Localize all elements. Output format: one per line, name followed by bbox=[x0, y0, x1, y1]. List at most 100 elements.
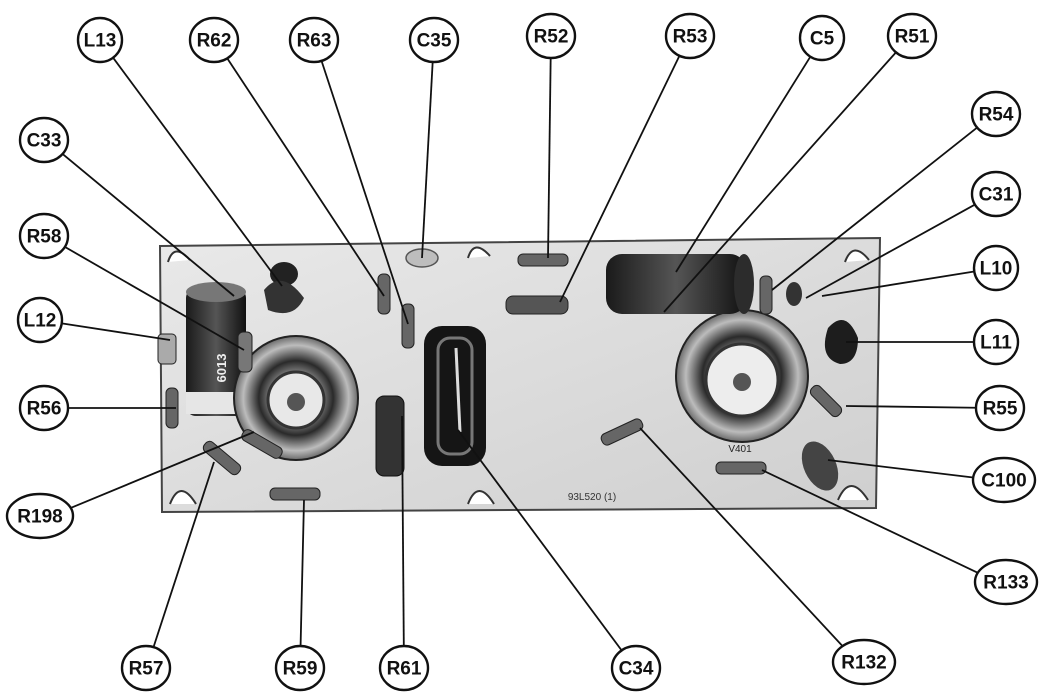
callout-c100: C100 bbox=[971, 456, 1037, 504]
callout-bubble bbox=[408, 16, 460, 64]
callout-label: L12 bbox=[24, 311, 57, 332]
callout-r51: R51 bbox=[886, 12, 938, 60]
leader-line-c35 bbox=[421, 61, 434, 259]
callout-label: R63 bbox=[297, 31, 332, 52]
callout-label: L11 bbox=[980, 333, 1012, 354]
callout-r52: R52 bbox=[525, 12, 577, 60]
callout-bubble bbox=[972, 318, 1020, 366]
callout-r54: R54 bbox=[970, 90, 1022, 138]
capacitor-c5 bbox=[606, 254, 754, 314]
callout-bubble bbox=[188, 16, 240, 64]
callout-bubble bbox=[974, 384, 1026, 432]
callout-bubble bbox=[970, 90, 1022, 138]
callout-c35: C35 bbox=[408, 16, 460, 64]
callout-r56: R56 bbox=[18, 384, 70, 432]
callout-label: C33 bbox=[27, 131, 62, 152]
callout-bubble bbox=[610, 644, 662, 692]
callout-r62: R62 bbox=[188, 16, 240, 64]
callout-bubble bbox=[288, 16, 340, 64]
callout-bubble bbox=[525, 12, 577, 60]
leader-line-c31 bbox=[805, 203, 976, 299]
callout-l12: L12 bbox=[16, 296, 64, 344]
callout-label: L10 bbox=[980, 259, 1013, 280]
callout-label: C100 bbox=[981, 471, 1026, 492]
callout-r63: R63 bbox=[288, 16, 340, 64]
callout-label: C34 bbox=[619, 659, 654, 680]
callout-label: R58 bbox=[27, 227, 62, 248]
callout-r132: R132 bbox=[831, 638, 897, 686]
leader-line-r198 bbox=[70, 431, 255, 509]
callout-bubble bbox=[16, 296, 64, 344]
callout-c31: C31 bbox=[970, 170, 1022, 218]
board-components: 6013 V401 bbox=[157, 248, 858, 503]
callout-bubble bbox=[664, 12, 716, 60]
callout-label: R55 bbox=[983, 399, 1018, 420]
callout-bubble bbox=[18, 116, 70, 164]
callout-label: R132 bbox=[841, 653, 886, 674]
callout-c5: C5 bbox=[798, 14, 846, 62]
leader-line-r59 bbox=[299, 499, 305, 647]
capacitor-c100 bbox=[801, 441, 839, 491]
callout-bubble bbox=[18, 384, 70, 432]
callout-r61: R61 bbox=[378, 644, 430, 692]
callout-r133: R133 bbox=[973, 558, 1039, 606]
callout-label: C31 bbox=[979, 185, 1014, 206]
callout-r57: R57 bbox=[120, 644, 172, 692]
callout-l11: L11 bbox=[972, 318, 1020, 366]
callout-r59: R59 bbox=[274, 644, 326, 692]
leader-line-l12 bbox=[61, 322, 171, 341]
leader-line-r133 bbox=[761, 469, 979, 574]
leader-line-c34 bbox=[457, 429, 623, 651]
callout-c33: C33 bbox=[18, 116, 70, 164]
leader-line-r61 bbox=[401, 415, 405, 647]
callout-bubble bbox=[973, 558, 1039, 606]
callout-r58: R58 bbox=[18, 212, 70, 260]
callout-label: R57 bbox=[129, 659, 164, 680]
callout-l13: L13 bbox=[76, 16, 124, 64]
callout-label: C35 bbox=[417, 31, 452, 52]
leader-lines bbox=[61, 51, 979, 651]
callout-bubble bbox=[970, 170, 1022, 218]
leader-line-r57 bbox=[152, 461, 215, 648]
callout-bubble bbox=[831, 638, 897, 686]
callout-bubble bbox=[378, 644, 430, 692]
leader-line-l10 bbox=[821, 270, 975, 297]
callout-bubble bbox=[76, 16, 124, 64]
resistors bbox=[157, 253, 843, 501]
callout-bubble bbox=[274, 644, 326, 692]
callout-bubble bbox=[120, 644, 172, 692]
leader-line-r54 bbox=[771, 126, 978, 291]
callout-label: R53 bbox=[673, 27, 708, 48]
callout-bubble bbox=[972, 244, 1020, 292]
leader-line-r132 bbox=[639, 427, 844, 647]
capacitor-code-marking: 6013 bbox=[214, 354, 229, 383]
leader-line-r62 bbox=[226, 57, 385, 297]
capacitor-c34 bbox=[424, 326, 486, 466]
callout-c34: C34 bbox=[610, 644, 662, 692]
callout-l10: L10 bbox=[972, 244, 1020, 292]
callout-r198: R198 bbox=[5, 492, 75, 540]
leader-line-r52 bbox=[547, 57, 552, 259]
leader-line-l13 bbox=[112, 57, 283, 287]
callout-label: R56 bbox=[27, 399, 62, 420]
leader-line-c100 bbox=[827, 459, 974, 479]
callout-bubble bbox=[18, 212, 70, 260]
tube-socket-right: V401 bbox=[675, 309, 809, 455]
callout-label: R61 bbox=[387, 659, 422, 680]
leader-line-c5 bbox=[675, 56, 812, 273]
callout-label: C5 bbox=[810, 29, 835, 50]
callout-bubble bbox=[5, 492, 75, 540]
capacitor-c31 bbox=[786, 282, 802, 306]
callout-label: R198 bbox=[17, 507, 62, 528]
callout-label: L13 bbox=[84, 31, 117, 52]
leader-line-r55 bbox=[845, 405, 977, 409]
coil-l11 bbox=[824, 320, 858, 364]
callout-r53: R53 bbox=[664, 12, 716, 60]
callout-label: R51 bbox=[895, 27, 930, 48]
leader-line-r58 bbox=[64, 246, 245, 351]
callout-bubble bbox=[886, 12, 938, 60]
callout-label: R59 bbox=[283, 659, 318, 680]
leader-line-r63 bbox=[320, 60, 409, 325]
callout-labels: L13 R62 R63 C35 R52 R53 C5 R51R54C31L10L11R55C1… bbox=[5, 12, 1039, 692]
